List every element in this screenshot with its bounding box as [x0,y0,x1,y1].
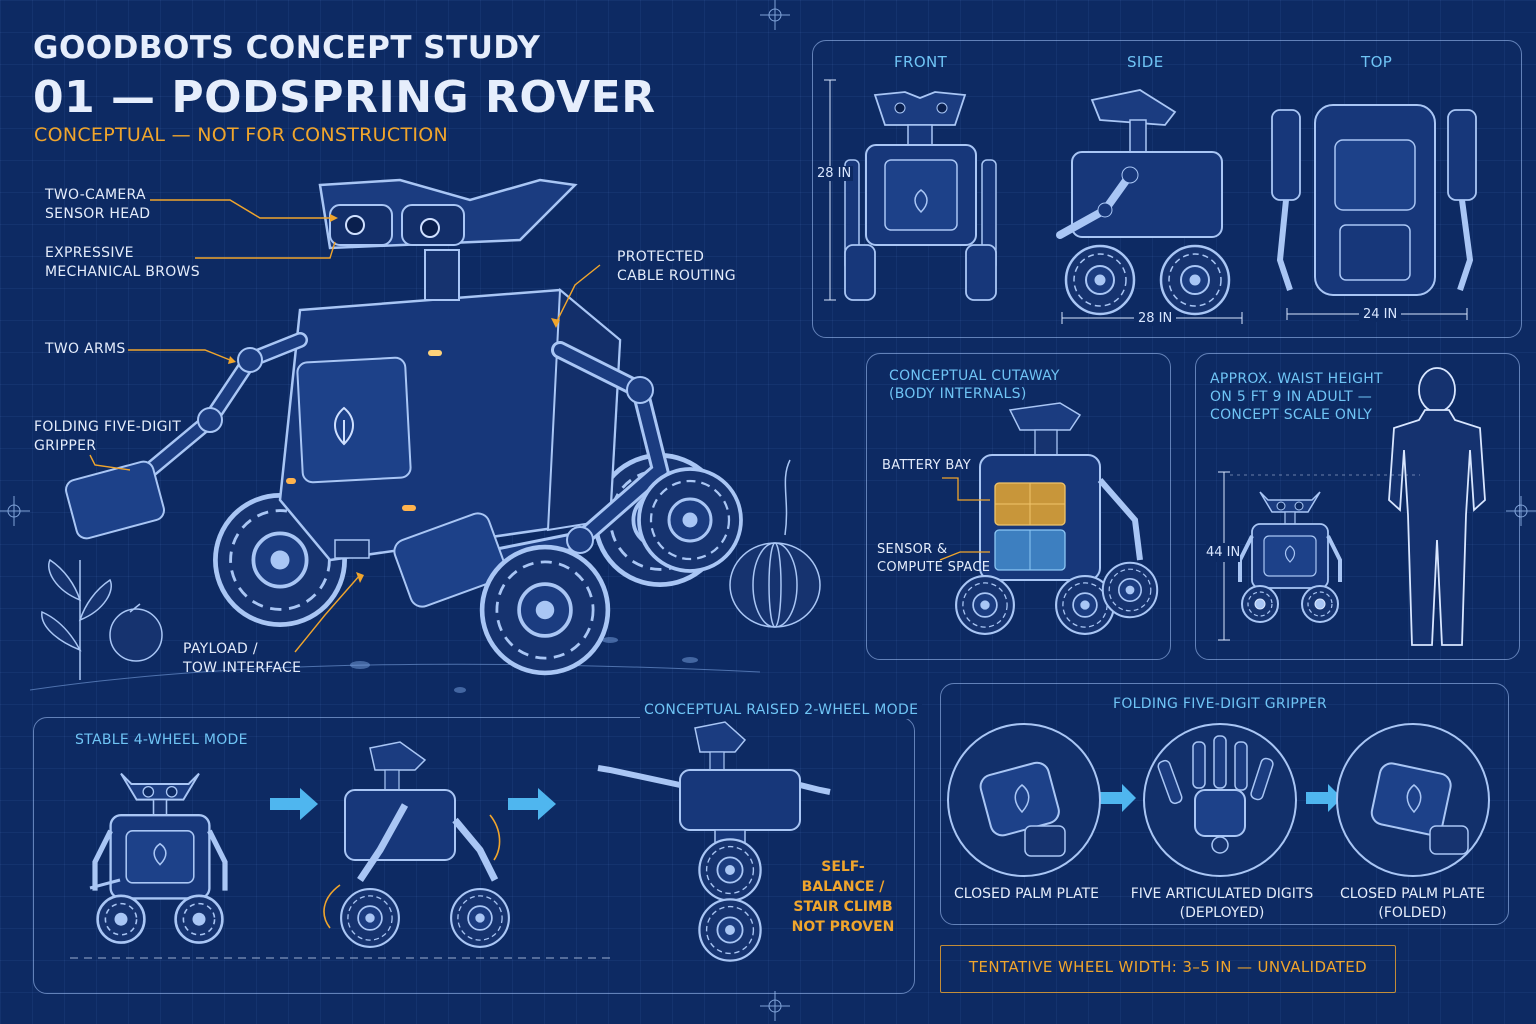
page-title-line2: 01 — PODSPRING ROVER [33,72,656,123]
mode-sequence [70,721,1342,962]
scale-note: APPROX. WAIST HEIGHT ON 5 FT 9 IN ADULT … [1210,371,1383,423]
view-label-front: FRONT [894,53,948,71]
modes-panel [33,717,915,994]
gripper-caption-folded: CLOSED PALM PLATE (FOLDED) [1340,886,1485,921]
mode-label-raised: CONCEPTUAL RAISED 2-WHEEL MODE [640,701,923,719]
gripper-panel [940,683,1509,925]
gripper-caption-closed: CLOSED PALM PLATE [954,886,1099,902]
view-label-side: SIDE [1127,53,1164,71]
gripper-sequence [947,723,1490,877]
cutaway-sensor-label: SENSOR & COMPUTE SPACE [877,542,991,575]
cutaway-battery-label: BATTERY BAY [882,458,971,473]
view-label-top: TOP [1361,53,1393,71]
dimension-side-length: 28 IN [1134,311,1177,326]
cutaway-robot [955,402,1159,635]
cutaway-title: CONCEPTUAL CUTAWAY (BODY INTERNALS) [889,368,1060,402]
page-subtitle: CONCEPTUAL — NOT FOR CONSTRUCTION [34,124,449,146]
dimension-scale-height: 44 IN [1206,543,1241,562]
dimension-front-height: 28 IN [815,166,854,181]
orthographic-views [844,89,1477,316]
scale-comparison [1218,367,1486,646]
page-title-line1: GOODBOTS CONCEPT STUDY [33,30,541,66]
callout-sensor-head: TWO-CAMERA SENSOR HEAD [45,187,151,222]
orthographic-panel [812,40,1522,338]
footer-note-box [940,945,1396,993]
callout-arms: TWO ARMS [45,341,126,357]
mode-warning: SELF-BALANCE / STAIR CLIMB NOT PROVEN [791,859,895,935]
callout-brows: EXPRESSIVE MECHANICAL BROWS [45,245,200,280]
gripper-caption-deployed: FIVE ARTICULATED DIGITS (DEPLOYED) [1130,886,1314,921]
callout-payload: PAYLOAD / TOW INTERFACE [183,641,302,676]
hero-robot [29,178,821,693]
callout-cable-routing: PROTECTED CABLE ROUTING [617,249,736,284]
callout-gripper: FOLDING FIVE-DIGIT GRIPPER [34,419,182,454]
footer-wheel-note: TENTATIVE WHEEL WIDTH: 3–5 IN — UNVALIDA… [968,958,1368,976]
scale-panel [1195,353,1520,660]
dimension-top-width: 24 IN [1359,307,1402,322]
gripper-panel-title: FOLDING FIVE-DIGIT GRIPPER [1112,696,1328,712]
mode-label-stable: STABLE 4-WHEEL MODE [75,732,248,748]
cutaway-panel [866,353,1171,660]
